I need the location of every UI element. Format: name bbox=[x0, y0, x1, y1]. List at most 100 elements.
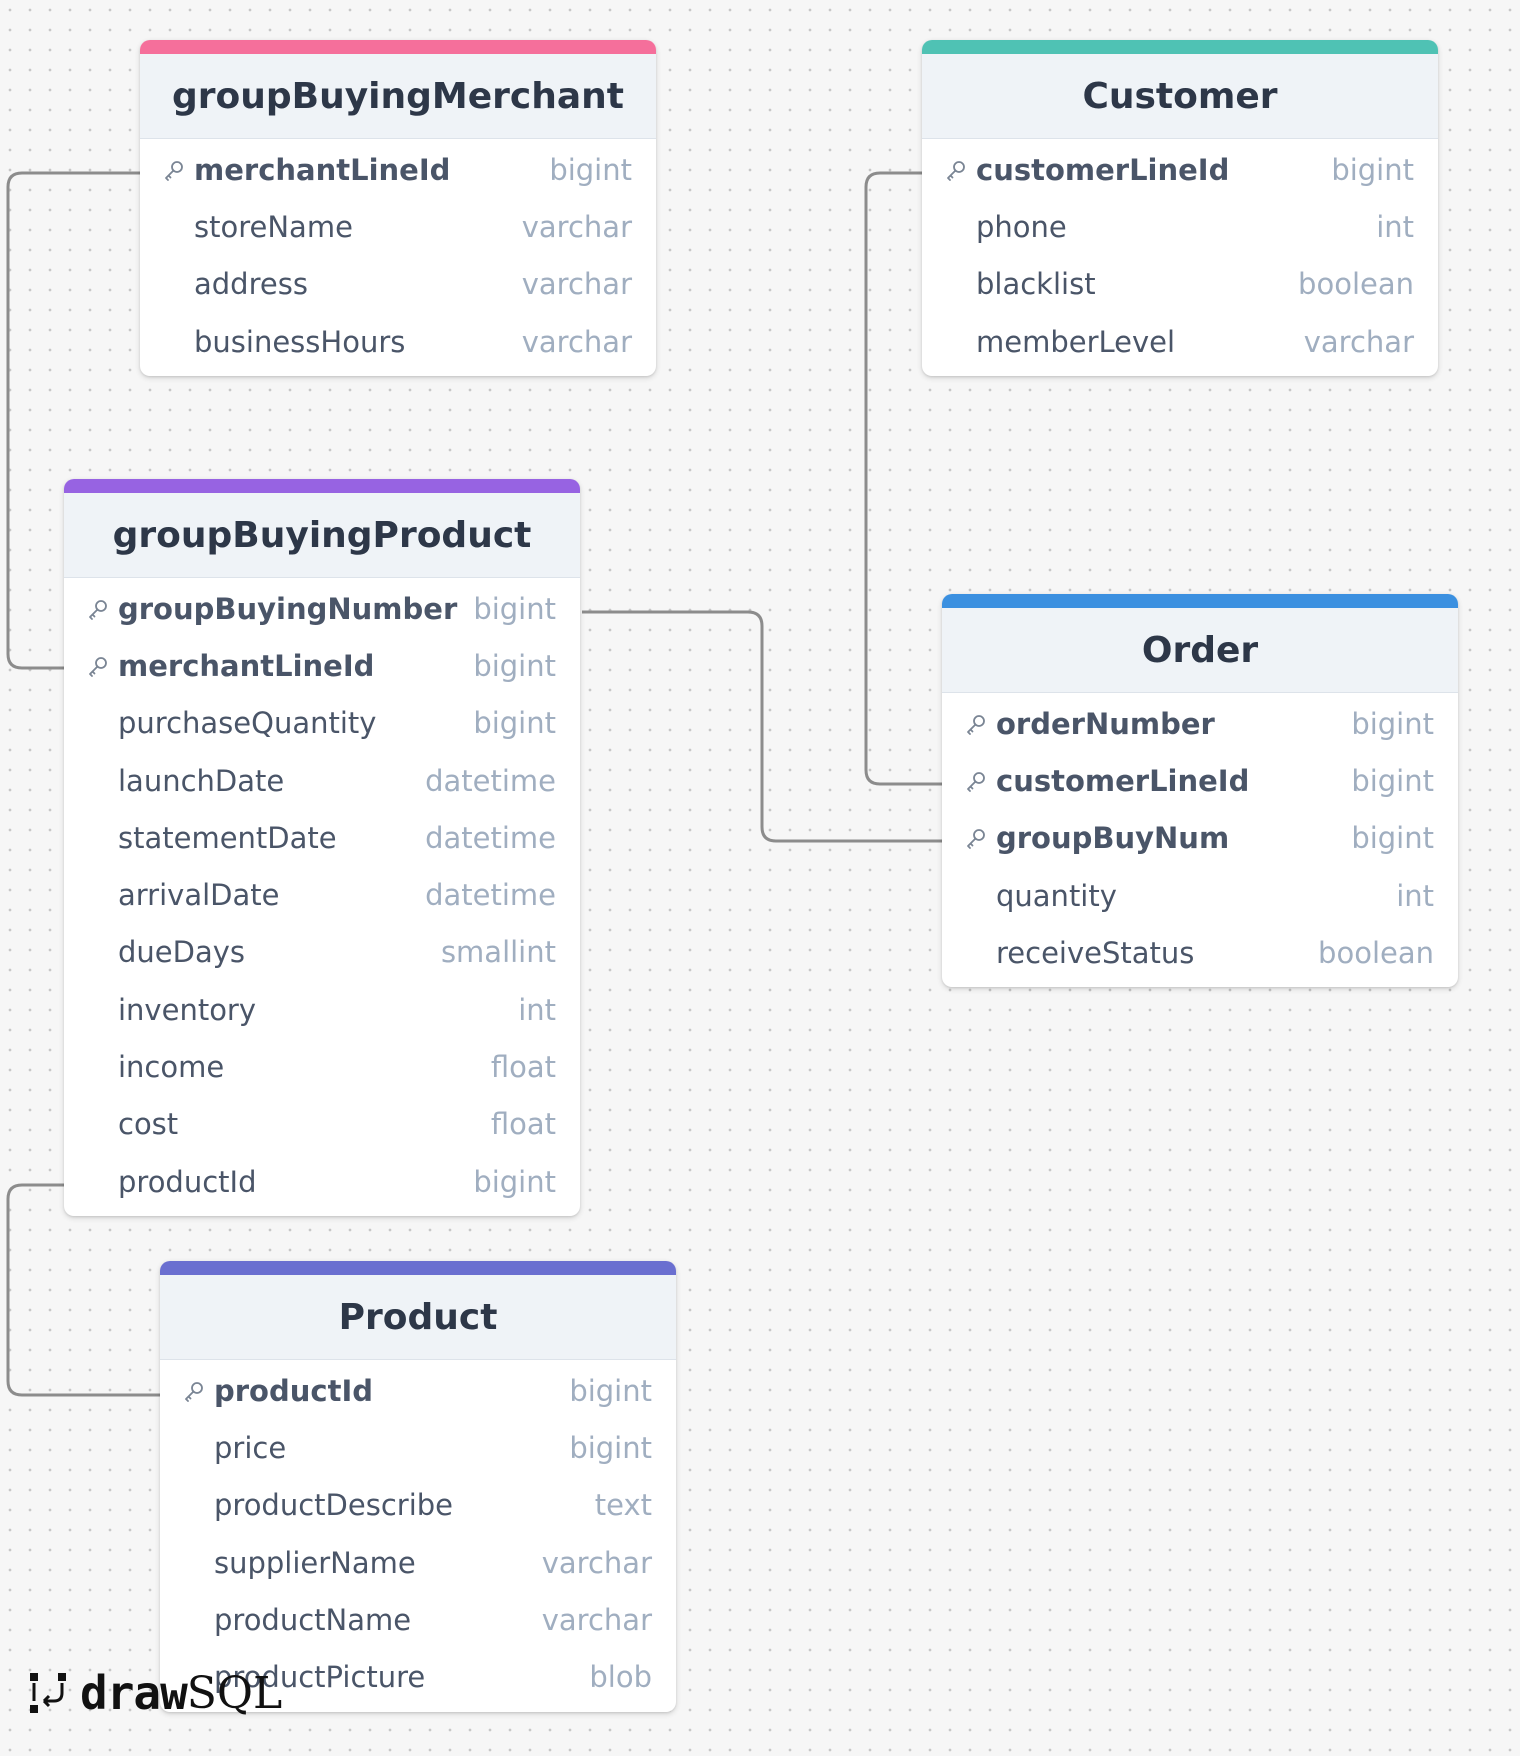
column-list: productId bigint price bigint productDescrib… bbox=[160, 1360, 676, 1712]
column-name: price bbox=[214, 1430, 287, 1465]
column-name: income bbox=[118, 1050, 225, 1085]
column-type: int bbox=[1396, 878, 1434, 913]
table-title: groupBuyingProduct bbox=[112, 514, 532, 556]
merchant-to-product-relation bbox=[6, 171, 140, 670]
table-groupbuyingmerchant[interactable]: groupBuyingMerchant merchantLineId bigint… bbox=[140, 40, 656, 377]
column-name: customerLineId bbox=[976, 152, 1230, 187]
primary-key-icon bbox=[182, 1379, 214, 1403]
column-row[interactable]: productId bigint bbox=[160, 1362, 676, 1419]
column-row[interactable]: merchantLineId bigint bbox=[140, 141, 656, 198]
column-name: memberLevel bbox=[976, 324, 1176, 359]
primary-key-icon bbox=[86, 654, 118, 678]
column-name: statementDate bbox=[118, 820, 337, 855]
column-name: address bbox=[194, 267, 308, 302]
drawsql-logo[interactable]: draw SQL bbox=[28, 1666, 282, 1720]
primary-key-icon bbox=[964, 769, 996, 793]
column-row[interactable]: customerLineId bigint bbox=[922, 141, 1438, 198]
column-row[interactable]: phone int bbox=[922, 198, 1438, 255]
column-row[interactable]: productId bigint bbox=[64, 1153, 580, 1210]
column-row[interactable]: memberLevel varchar bbox=[922, 313, 1438, 370]
column-row[interactable]: purchaseQuantity bigint bbox=[64, 695, 580, 752]
column-name: storeName bbox=[194, 209, 353, 244]
column-row[interactable]: supplierName varchar bbox=[160, 1534, 676, 1591]
column-row[interactable]: price bigint bbox=[160, 1419, 676, 1476]
column-type: float bbox=[490, 1107, 556, 1142]
table-header[interactable]: Customer bbox=[922, 54, 1438, 139]
column-type: bigint bbox=[549, 152, 632, 187]
column-name: businessHours bbox=[194, 324, 406, 359]
column-type: bigint bbox=[1351, 821, 1434, 856]
column-type: smallint bbox=[440, 935, 556, 970]
column-type: text bbox=[594, 1488, 652, 1523]
column-row[interactable]: dueDays smallint bbox=[64, 924, 580, 981]
column-name: productName bbox=[214, 1602, 412, 1637]
column-type: float bbox=[490, 1050, 556, 1085]
customer-to-order-relation bbox=[864, 171, 942, 786]
column-type: bigint bbox=[1351, 706, 1434, 741]
column-name: purchaseQuantity bbox=[118, 706, 377, 741]
groupbuying-to-productid-relation bbox=[6, 1183, 160, 1397]
primary-key-icon bbox=[86, 597, 118, 621]
column-name: inventory bbox=[118, 992, 257, 1027]
column-type: int bbox=[1376, 209, 1414, 244]
column-type: bigint bbox=[569, 1430, 652, 1465]
column-row[interactable]: quantity int bbox=[942, 867, 1458, 924]
table-header[interactable]: Product bbox=[160, 1275, 676, 1360]
column-type: bigint bbox=[473, 648, 556, 683]
column-name: groupBuyNum bbox=[996, 821, 1230, 856]
primary-key-icon bbox=[964, 826, 996, 850]
column-type: bigint bbox=[569, 1373, 652, 1408]
column-type: varchar bbox=[1303, 324, 1414, 359]
column-type: bigint bbox=[473, 1164, 556, 1199]
drawsql-logo-icon bbox=[30, 1673, 66, 1713]
column-name: productId bbox=[118, 1164, 257, 1199]
table-header[interactable]: groupBuyingProduct bbox=[64, 493, 580, 578]
table-title: Order bbox=[1141, 629, 1259, 671]
groupbuying-to-order-relation bbox=[582, 610, 942, 843]
column-row[interactable]: groupBuyNum bigint bbox=[942, 810, 1458, 867]
table-color-bar bbox=[942, 594, 1458, 608]
column-name: merchantLineId bbox=[194, 152, 451, 187]
column-name: dueDays bbox=[118, 935, 246, 970]
column-type: bigint bbox=[473, 591, 556, 626]
column-name: supplierName bbox=[214, 1545, 416, 1580]
column-row[interactable]: income float bbox=[64, 1038, 580, 1095]
column-name: phone bbox=[976, 209, 1067, 244]
column-type: varchar bbox=[541, 1545, 652, 1580]
column-type: bigint bbox=[473, 706, 556, 741]
column-name: productPicture bbox=[214, 1660, 426, 1695]
column-type: bigint bbox=[1331, 152, 1414, 187]
column-row[interactable]: storeName varchar bbox=[140, 198, 656, 255]
column-name: quantity bbox=[996, 878, 1117, 913]
column-name: arrivalDate bbox=[118, 878, 280, 913]
column-name: productId bbox=[214, 1373, 373, 1408]
column-type: varchar bbox=[521, 209, 632, 244]
logo-word-draw: draw bbox=[80, 1666, 188, 1720]
column-row[interactable]: businessHours varchar bbox=[140, 313, 656, 370]
column-type: varchar bbox=[521, 324, 632, 359]
table-title: Customer bbox=[1082, 75, 1278, 117]
table-customer[interactable]: Customer customerLineId bigint phone int bla… bbox=[922, 40, 1438, 377]
table-header[interactable]: Order bbox=[942, 608, 1458, 693]
table-header[interactable]: groupBuyingMerchant bbox=[140, 54, 656, 139]
